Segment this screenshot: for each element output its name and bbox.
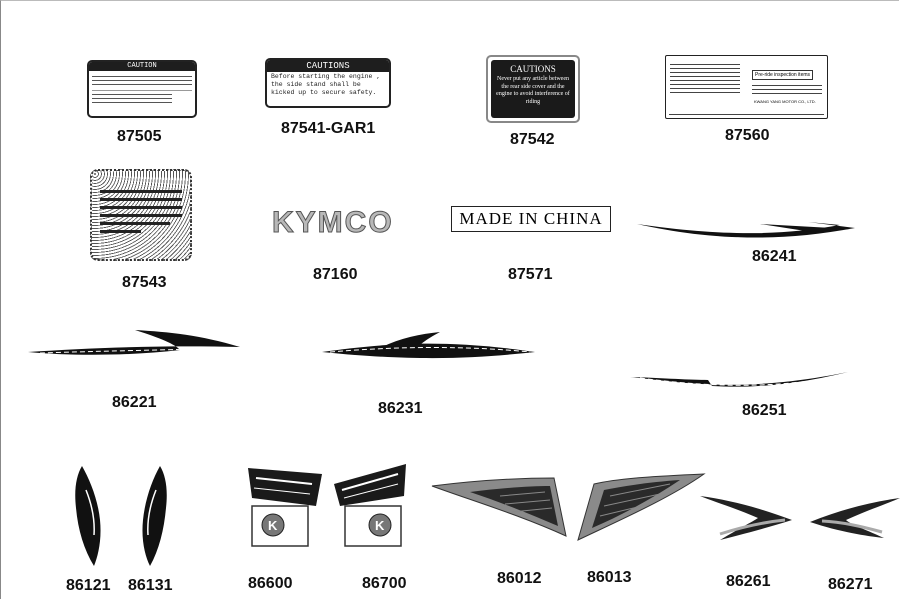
- decal-86121: [75, 466, 101, 566]
- part-number-86012: 86012: [497, 570, 542, 587]
- stripe-86241: [637, 222, 855, 238]
- part-number-86261: 86261: [726, 573, 771, 590]
- warning-speckled-label: [90, 169, 192, 261]
- part-number-86271: 86271: [828, 576, 873, 593]
- caution-label-header: CAUTION: [89, 62, 195, 71]
- inspection-box: Pre-ride inspection items: [752, 70, 814, 80]
- kymco-logo: KYMCO: [272, 206, 394, 240]
- part-number-86700: 86700: [362, 575, 407, 592]
- part-number-86221: 86221: [112, 394, 157, 411]
- decal-86131: [142, 466, 167, 566]
- decal-86012: [431, 477, 567, 537]
- part-number-87560: 87560: [725, 127, 770, 144]
- part-number-87542: 87542: [510, 131, 555, 148]
- cautions2-label-header: CAUTIONS: [510, 64, 556, 74]
- part-number-86121: 86121: [66, 577, 111, 594]
- decal-86261: [700, 496, 792, 540]
- decal-86013: [577, 473, 706, 541]
- part-number-87571: 87571: [508, 266, 553, 283]
- part-number-87160: 87160: [313, 266, 358, 283]
- cautions2-label-text: Never put any article between the rear s…: [496, 76, 570, 105]
- part-number-86013: 86013: [587, 569, 632, 586]
- stripe-86231: [322, 343, 535, 359]
- decal-86271: [810, 498, 900, 538]
- caution-tire-label: CAUTION: [87, 60, 197, 118]
- decal-86700: K: [334, 464, 406, 547]
- part-number-87541-gar1: 87541-GAR1: [281, 120, 376, 137]
- caution-label-lines: [89, 71, 195, 108]
- svg-text:K: K: [268, 518, 278, 533]
- part-number-86131: 86131: [128, 577, 173, 594]
- part-number-87543: 87543: [122, 274, 167, 291]
- part-number-86600: 86600: [248, 575, 293, 592]
- cautions-label-header: CAUTIONS: [267, 60, 389, 72]
- cautions-rear-cover-label: CAUTIONS Never put any article between t…: [486, 55, 580, 123]
- inspection-label: Pre-ride inspection items KWANG YANG MOT…: [665, 55, 828, 119]
- stripe-86221: [28, 330, 240, 355]
- part-number-86241: 86241: [752, 248, 797, 265]
- stripe-86251: [630, 372, 848, 387]
- part-number-86251: 86251: [742, 402, 787, 419]
- decal-86600: K: [248, 468, 322, 547]
- kwang-yang-text: KWANG YANG MOTOR CO., LTD.: [754, 99, 816, 104]
- part-number-87505: 87505: [117, 128, 162, 145]
- cautions-label-text: Before starting the engine , the side st…: [271, 73, 381, 96]
- svg-text:K: K: [375, 518, 385, 533]
- cautions-side-stand-label: CAUTIONS Before starting the engine , th…: [265, 58, 391, 108]
- made-in-china-label: MADE IN CHINA: [451, 206, 611, 232]
- part-number-86231: 86231: [378, 400, 423, 417]
